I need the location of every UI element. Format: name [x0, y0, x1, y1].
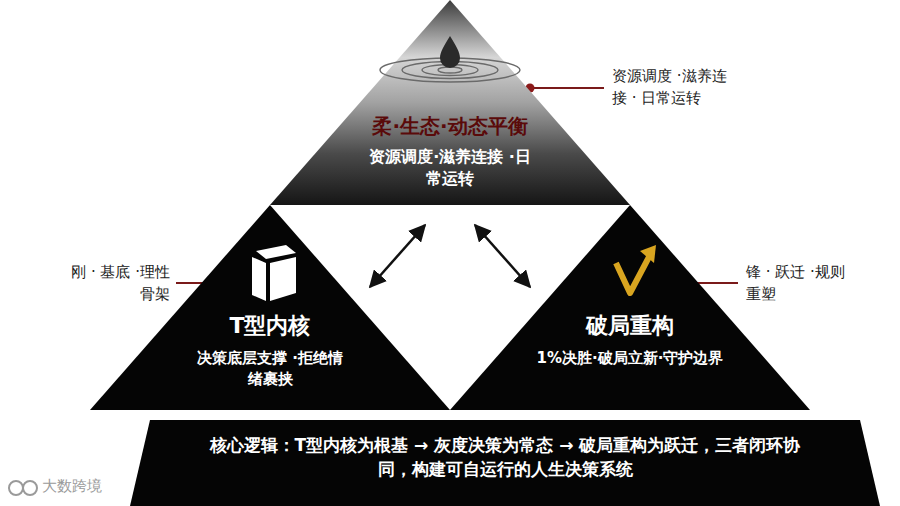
node-body: 1%决胜·破局立新·守护边界 [485, 348, 775, 369]
ecosystem-triangle: 柔·生态·动态平衡资源调度·滋养连接 ·日常运转 [270, 0, 630, 205]
text-group: 核心逻辑：T型内核为根基 → 灰度决策为常态 → 破局重构为跃迁，三者闭环协同，… [205, 434, 805, 482]
water-drop-icon [380, 36, 520, 82]
double-arrow [370, 225, 425, 287]
text-group: T型内核决策底层支撑 ·拒绝情绪裹挟 [150, 311, 390, 390]
text-group: 柔·生态·动态平衡资源调度·滋养连接 ·日常运转 [335, 112, 565, 191]
callout-label: 资源调度 ·滋养连接 · 日常运转 [612, 66, 732, 110]
band-shape [130, 420, 880, 506]
node-heading: T型内核 [150, 311, 390, 342]
core-logic-band: 核心逻辑：T型内核为根基 → 灰度决策为常态 → 破局重构为跃迁，三者闭环协同，… [150, 420, 860, 506]
cube-icon [252, 245, 296, 301]
core-triangle: T型内核决策底层支撑 ·拒绝情绪裹挟 [90, 205, 450, 410]
text-group: 破局重构 1%决胜·破局立新·守护边界 [485, 311, 775, 369]
triangle-shape [90, 205, 450, 410]
double-arrow [475, 225, 530, 287]
node-body: 资源调度·滋养连接 ·日常运转 [362, 146, 538, 191]
node-heading: 核心逻辑：T型内核为根基 → 灰度决策为常态 → 破局重构为跃迁，三者闭环协同，… [205, 434, 805, 482]
triangle-shape [270, 0, 630, 205]
triangle-shape [450, 205, 810, 410]
callout-label: 刚 · 基底 ·理性骨架 [60, 262, 170, 306]
node-heading: 柔·生态·动态平衡 [335, 112, 565, 140]
watermark-logo [9, 481, 37, 495]
node-heading: 破局重构 [485, 311, 775, 342]
leader-line [530, 87, 604, 89]
callout-label: 锋 · 跃迁 ·规则重塑 [746, 262, 856, 306]
watermark: 大数跨境 [42, 476, 152, 498]
breakthrough-triangle-outline [450, 205, 810, 410]
node-body: 决策底层支撑 ·拒绝情绪裹挟 [195, 348, 345, 390]
leap-arrow-icon [616, 245, 656, 293]
breakthrough-triangle: 破局重构 1%决胜·破局立新·守护边界 [450, 205, 810, 410]
